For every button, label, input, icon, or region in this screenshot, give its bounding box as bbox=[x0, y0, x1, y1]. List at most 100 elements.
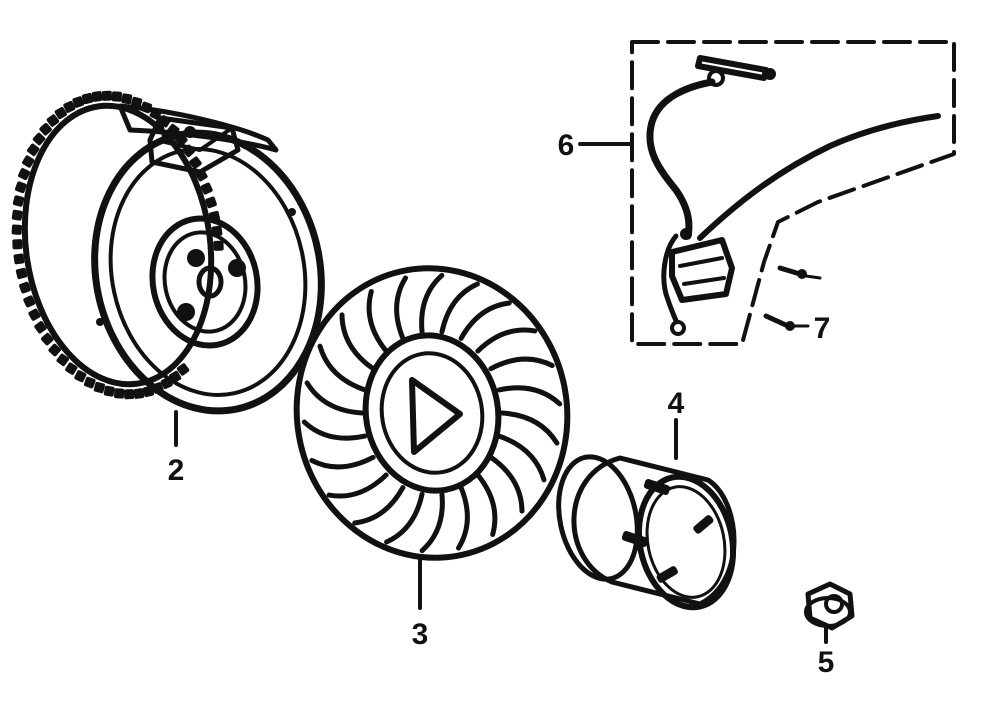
callout-4: 4 bbox=[668, 387, 685, 420]
fan-blade bbox=[394, 275, 409, 341]
flywheel-gear-tooth bbox=[22, 155, 35, 168]
fan-hub-ring bbox=[362, 332, 502, 494]
fan-blade bbox=[488, 454, 525, 514]
flywheel-gear-tooth bbox=[74, 370, 87, 383]
fan-blade bbox=[475, 472, 498, 538]
flywheel-gear-tooth bbox=[12, 195, 25, 207]
flywheel-gear-tooth bbox=[39, 122, 52, 136]
fan-hub-inner bbox=[379, 351, 485, 475]
cup-slot bbox=[621, 531, 649, 547]
fan-blade bbox=[439, 281, 480, 335]
flywheel-center-bore bbox=[196, 265, 224, 299]
flywheel-magnet-hole bbox=[184, 126, 196, 138]
flywheel-gear-tooth bbox=[101, 90, 113, 101]
flywheel-gear-tooth bbox=[13, 253, 25, 265]
flywheel-front-face bbox=[91, 129, 325, 415]
plug-terminal-end bbox=[764, 68, 776, 80]
cooling-fan bbox=[293, 265, 571, 610]
flywheel-gear-tooth bbox=[176, 363, 190, 376]
fan-blade bbox=[317, 343, 368, 393]
flywheel-gear-tooth bbox=[11, 224, 22, 235]
flywheel-gear-tooth bbox=[121, 93, 133, 105]
flywheel-front-inner-ring bbox=[108, 147, 308, 397]
flywheel-gear-tooth bbox=[83, 376, 96, 389]
flywheel-gear-tooth bbox=[133, 388, 145, 399]
fan-blade bbox=[304, 380, 365, 416]
flywheel-gear-tooth bbox=[46, 114, 60, 127]
fan-blade bbox=[458, 300, 512, 341]
flywheel-gear-tooth bbox=[200, 182, 213, 195]
screw-upper-leader bbox=[804, 274, 822, 280]
flywheel-gear-tooth bbox=[54, 106, 67, 120]
callout-6: 6 bbox=[558, 129, 575, 162]
flywheel-gear-tooth bbox=[12, 239, 23, 250]
flywheel-gear-tooth bbox=[113, 388, 125, 399]
coil-body-windings bbox=[678, 256, 726, 286]
coil-ground-ring bbox=[670, 320, 686, 336]
flywheel-gear-tooth bbox=[14, 181, 27, 194]
fan-blade bbox=[475, 327, 538, 354]
flywheel-side-band bbox=[117, 103, 279, 153]
flywheel-gear-tooth bbox=[28, 308, 41, 321]
flywheel-gear-tooth bbox=[72, 96, 85, 108]
flywheel-rivet bbox=[96, 318, 104, 326]
cup-slot bbox=[693, 515, 714, 534]
cup-back-rim bbox=[556, 454, 640, 582]
flywheel-gear-tooth bbox=[18, 168, 31, 181]
cup-slot bbox=[643, 479, 671, 495]
screw-upper-head bbox=[797, 269, 807, 279]
flywheel bbox=[11, 90, 325, 447]
flywheel-gear-tooth bbox=[65, 362, 78, 375]
fan-blade bbox=[455, 485, 470, 551]
cup-front-rim bbox=[635, 473, 737, 611]
flywheel-nut bbox=[804, 581, 855, 644]
flywheel-hub-hole bbox=[228, 259, 246, 277]
flywheel-gear-tooth bbox=[213, 240, 224, 251]
flywheel-gear-tooth bbox=[48, 343, 61, 357]
fan-blade bbox=[419, 491, 445, 554]
screw-upper bbox=[777, 265, 803, 277]
flywheel-gear-tooth bbox=[81, 92, 94, 105]
flywheel-gear-tooth bbox=[189, 156, 202, 169]
flywheel-gear-tooth bbox=[93, 381, 106, 394]
callout-2: 2 bbox=[168, 454, 185, 487]
coil-lead-wire bbox=[646, 78, 716, 240]
fan-center-triangle bbox=[409, 377, 463, 455]
flywheel-gear-tooth bbox=[27, 143, 40, 157]
flywheel-gear-tooth bbox=[56, 353, 69, 367]
flywheel-gear-tooth bbox=[34, 321, 47, 334]
cup-front-inner bbox=[645, 485, 727, 599]
fan-blade bbox=[339, 312, 376, 372]
flywheel-hub-outer bbox=[149, 215, 261, 349]
fan-blades bbox=[301, 272, 563, 554]
fan-blade bbox=[326, 472, 389, 499]
coil-ground-wire bbox=[697, 113, 941, 241]
flywheel-magnet-edge bbox=[158, 116, 234, 152]
flywheel-gear-tooth bbox=[205, 196, 217, 209]
starter-cup bbox=[556, 418, 737, 611]
flywheel-gear-tooth bbox=[91, 91, 103, 102]
ignition-coil-assembly bbox=[578, 40, 956, 346]
flywheel-hub-hole bbox=[187, 249, 205, 267]
flywheel-gear-tooth bbox=[111, 91, 123, 102]
nut-bore bbox=[824, 594, 844, 614]
coil-lead-wire-core bbox=[648, 80, 714, 238]
fan-blade bbox=[384, 491, 425, 545]
cup-slot bbox=[656, 566, 678, 583]
fan-blade bbox=[419, 272, 445, 335]
fan-blade bbox=[301, 419, 368, 441]
flywheel-rivet bbox=[288, 208, 296, 216]
fan-blade bbox=[352, 485, 406, 526]
flywheel-gear-tooth bbox=[103, 385, 115, 397]
callout-5: 5 bbox=[818, 646, 835, 679]
coil-ground-wire-2 bbox=[661, 233, 681, 329]
callout-7: 7 bbox=[814, 312, 831, 345]
flywheel-gear-tooth bbox=[41, 332, 54, 346]
cup-body bbox=[571, 455, 737, 607]
fan-blade bbox=[366, 288, 389, 354]
callout-3: 3 bbox=[412, 618, 429, 651]
flywheel-gear-tooth bbox=[32, 132, 46, 146]
fan-outer-ring bbox=[293, 265, 571, 561]
fan-blade bbox=[499, 410, 560, 446]
